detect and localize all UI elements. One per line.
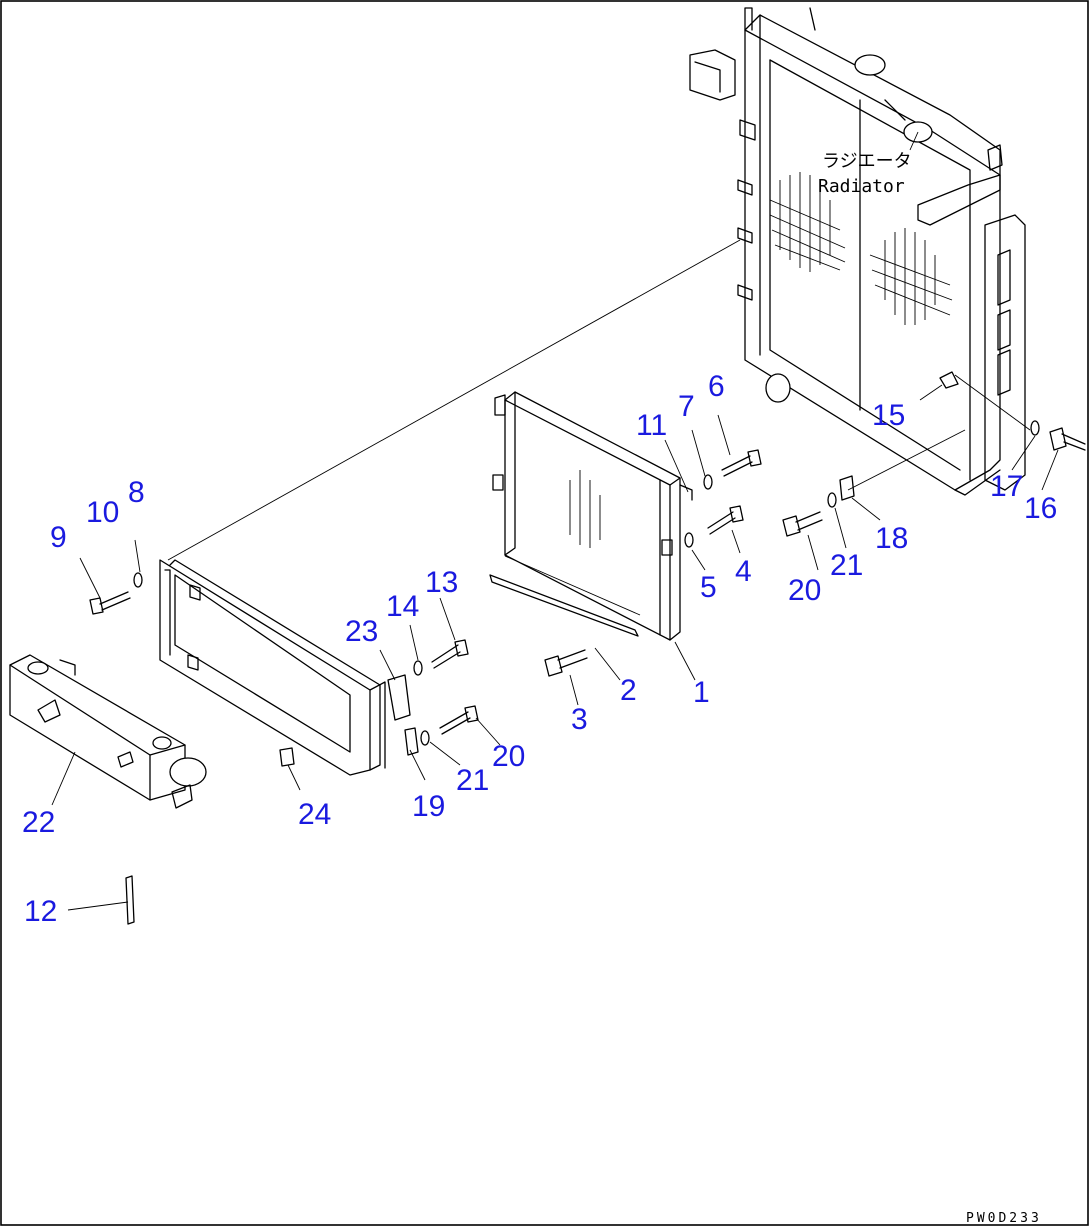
leader-line (167, 239, 741, 561)
callout-20-upper: 20 (788, 574, 821, 607)
callout-1: 1 (693, 676, 710, 709)
radiator-assembly: ラジエータ Radiator (689, 7, 1026, 496)
callout-numbers: 1 2 3 4 5 6 7 8 9 10 11 12 13 14 15 16 1… (22, 370, 1057, 928)
callout-16: 16 (1024, 492, 1057, 525)
callout-24: 24 (298, 798, 331, 831)
callout-5: 5 (700, 571, 717, 604)
callout-4: 4 (735, 555, 752, 588)
aftercooler-core (489, 391, 681, 641)
callout-2: 2 (620, 674, 637, 707)
radiator-label-jp: ラジエータ (822, 151, 912, 172)
leader-line (847, 429, 966, 491)
radiator-label-en: Radiator (818, 176, 905, 197)
callout-20-lower: 20 (492, 740, 525, 773)
tank (9, 654, 207, 809)
callout-9: 9 (50, 521, 67, 554)
callout-10: 10 (86, 496, 119, 529)
callout-leaders (51, 384, 1059, 911)
callout-21-upper: 21 (830, 549, 863, 582)
callout-18: 18 (875, 522, 908, 555)
callout-12: 12 (24, 895, 57, 928)
drawing-code: PW0D233 (966, 1211, 1042, 1226)
callout-11: 11 (636, 409, 667, 442)
fasteners (89, 371, 1086, 925)
callout-21-lower: 21 (456, 764, 489, 797)
callout-13: 13 (425, 566, 458, 599)
callout-23: 23 (345, 615, 378, 648)
callout-7: 7 (678, 390, 695, 423)
callout-19: 19 (412, 790, 445, 823)
callout-6: 6 (708, 370, 725, 403)
callout-8: 8 (128, 476, 145, 509)
aftercooler-frame (159, 559, 386, 776)
callout-22: 22 (22, 806, 55, 839)
callout-14: 14 (386, 590, 419, 623)
callout-17: 17 (990, 470, 1023, 503)
callout-15: 15 (872, 399, 905, 432)
callout-3: 3 (571, 703, 588, 736)
leader-line (954, 374, 1031, 431)
